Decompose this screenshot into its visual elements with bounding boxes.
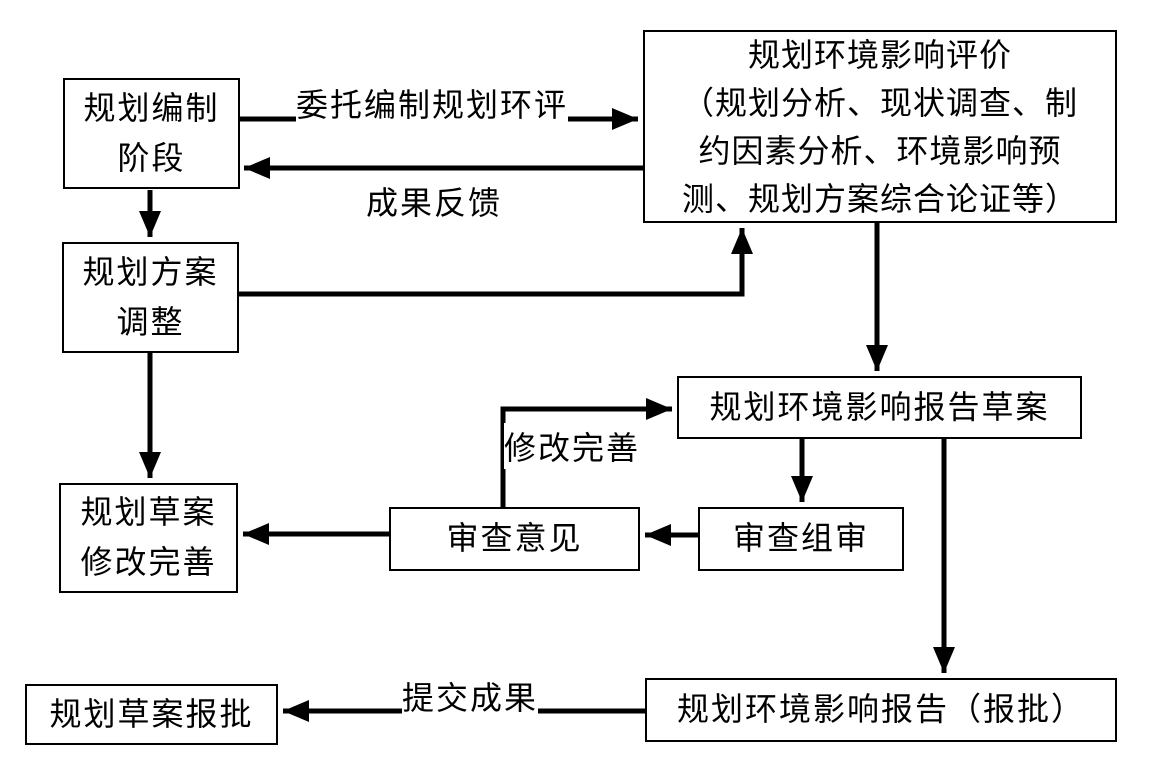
node-review-group: 审查组审 <box>698 507 904 571</box>
node-eia-label: 规划环境影响评价 （规划分析、现状调查、制 约因素分析、环境影响预 测、规划方案… <box>681 35 1078 218</box>
edge-adjust-to-eia-arrow <box>239 228 753 297</box>
node-plan-adjust-label: 规划方案 调整 <box>82 252 219 341</box>
node-review-group-label: 审查组审 <box>732 519 869 558</box>
node-eia: 规划环境影响评价 （规划分析、现状调查、制 约因素分析、环境影响预 测、规划方案… <box>643 30 1117 223</box>
node-report-approval-label: 规划环境影响报告（报批） <box>676 690 1085 729</box>
node-plan-adjust: 规划方案 调整 <box>62 242 239 353</box>
edge-label-feedback: 成果反馈 <box>366 178 503 224</box>
node-draft-revise: 规划草案 修改完善 <box>59 483 238 593</box>
node-report-approval: 规划环境影响报告（报批） <box>645 678 1117 742</box>
node-planning-stage-label: 规划编制 阶段 <box>83 88 220 177</box>
node-draft-report: 规划环境影响报告草案 <box>677 376 1082 439</box>
node-draft-revise-label: 规划草案 修改完善 <box>80 493 217 581</box>
node-draft-approval: 规划草案报批 <box>25 684 278 745</box>
node-review-opinion: 审查意见 <box>389 507 640 571</box>
node-draft-report-label: 规划环境影响报告草案 <box>709 387 1050 426</box>
node-draft-approval-label: 规划草案报批 <box>49 694 254 733</box>
edge-label-revise: 修改完善 <box>504 423 641 469</box>
edge-revise-to-draftreport-arrow <box>500 398 672 507</box>
node-review-opinion-label: 审查意见 <box>446 519 583 558</box>
edge-label-submit: 提交成果 <box>402 673 539 719</box>
node-planning-stage: 规划编制 阶段 <box>63 78 240 189</box>
edge-label-commission: 委托编制规划环评 <box>296 80 569 126</box>
